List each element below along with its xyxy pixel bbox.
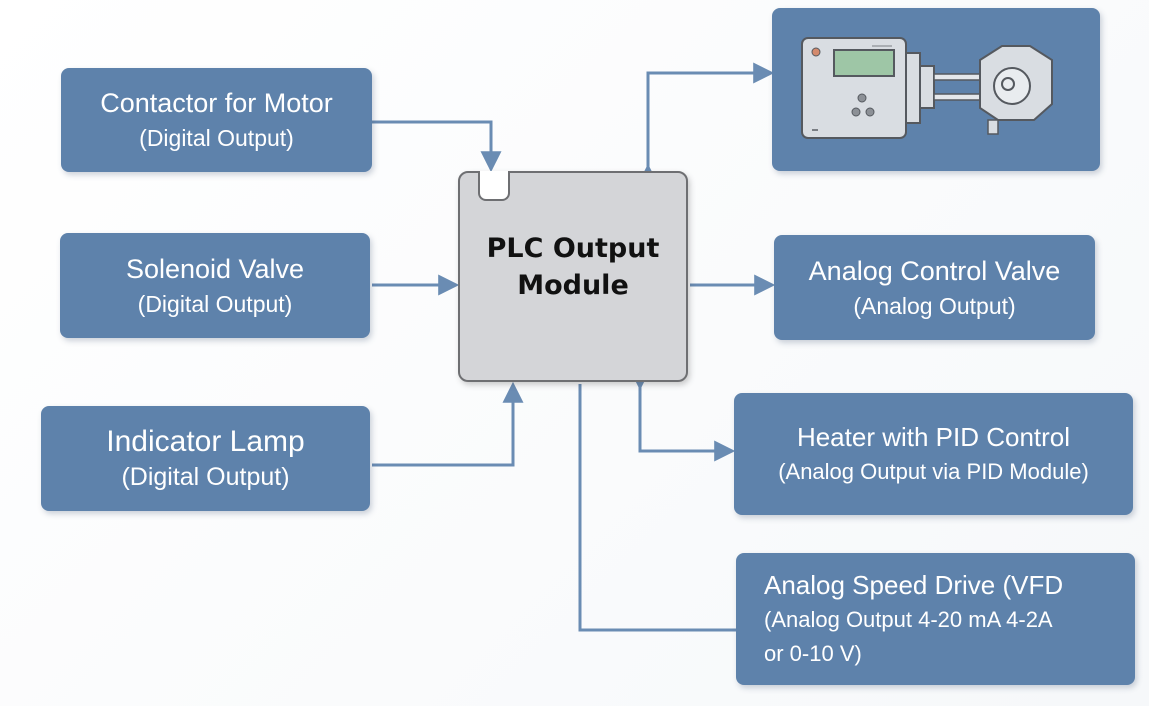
indicator-lamp-subtitle: (Digital Output) [121, 462, 290, 491]
contactor-title: Contactor for Motor [100, 88, 333, 118]
controller-actuator-icon [801, 37, 1053, 139]
heater-pid-title: Heater with PID Control [796, 422, 1071, 452]
plc-output-module: PLC Output Module [458, 171, 688, 382]
analog-control-valve-title: Analog Control Valve [808, 255, 1061, 286]
heater-pid-box: Heater with PID Control (Analog Output v… [734, 393, 1133, 515]
heater-pid-subtitle: (Analog Output via PID Module) [778, 459, 1089, 484]
vfd-subtitle-line2: or 0-10 V) [764, 641, 862, 666]
vfd-subtitle: (Analog Output 4-20 mA 4-2A [764, 607, 1053, 632]
contactor-connector [372, 120, 502, 173]
solenoid-valve-subtitle: (Digital Output) [137, 290, 293, 317]
device-illustration-box [772, 8, 1100, 171]
contactor-subtitle: (Digital Output) [139, 125, 294, 151]
indicator-lamp-title: Indicator Lamp [106, 424, 305, 458]
solenoid-valve-title: Solenoid Valve [125, 253, 305, 284]
solenoid-valve-box: Solenoid Valve (Digital Output) [60, 233, 370, 338]
analog-control-valve-subtitle: (Analog Output) [853, 292, 1016, 319]
plc-module-line1: PLC Output [486, 232, 660, 264]
vfd-box: Analog Speed Drive (VFD (Analog Output 4… [736, 553, 1135, 685]
module-notch [478, 171, 510, 201]
vfd-connector [578, 384, 738, 632]
heater-connector [629, 369, 736, 462]
indicator-lamp-connector [372, 381, 524, 467]
contactor-box: Contactor for Motor (Digital Output) [61, 68, 372, 172]
plc-module-line2: Module [517, 269, 629, 301]
vfd-title: Analog Speed Drive (VFD [764, 570, 1064, 600]
indicator-lamp-box: Indicator Lamp (Digital Output) [41, 406, 370, 511]
analog-control-valve-box: Analog Control Valve (Analog Output) [774, 235, 1095, 340]
device-connector [637, 62, 775, 185]
